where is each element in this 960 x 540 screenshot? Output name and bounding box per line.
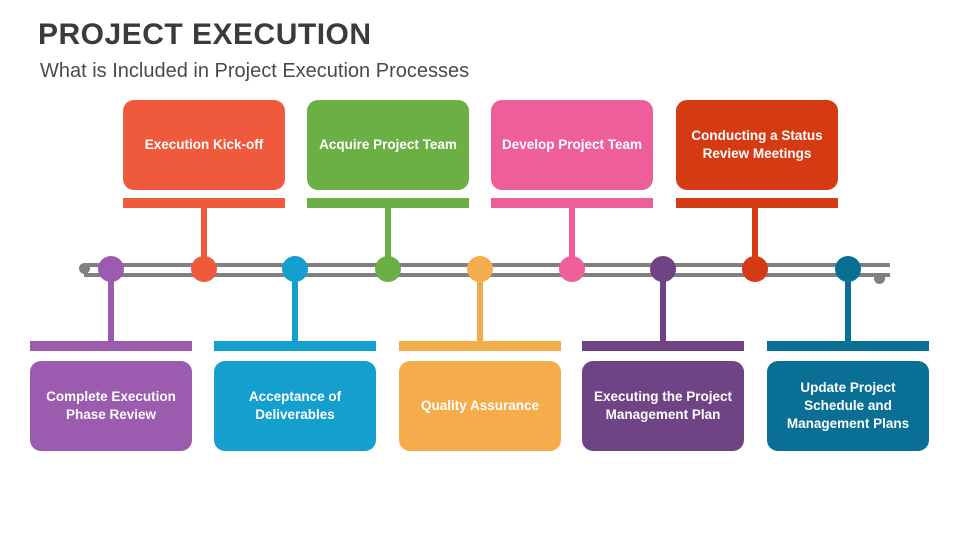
connector-stem-acceptance-of-deliverables	[292, 269, 298, 347]
connector-stem-complete-execution-phase-review	[108, 269, 114, 347]
connector-stem-develop-project-team	[569, 206, 575, 270]
accent-bar-execution-kick-off	[123, 198, 285, 208]
process-card-acceptance-of-deliverables[interactable]: Acceptance of Deliverables	[214, 361, 376, 451]
accent-bar-acquire-project-team	[307, 198, 469, 208]
accent-bar-executing-the-project-management-plan	[582, 341, 744, 351]
process-card-conducting-a-status-review-meetings[interactable]: Conducting a Status Review Meetings	[676, 100, 838, 190]
connector-stem-execution-kick-off	[201, 206, 207, 270]
accent-bar-conducting-a-status-review-meetings	[676, 198, 838, 208]
process-card-acquire-project-team[interactable]: Acquire Project Team	[307, 100, 469, 190]
accent-bar-complete-execution-phase-review	[30, 341, 192, 351]
connector-stem-executing-the-project-management-plan	[660, 269, 666, 347]
process-card-executing-the-project-management-plan[interactable]: Executing the Project Management Plan	[582, 361, 744, 451]
dot-execution-kick-off[interactable]	[191, 256, 217, 282]
timeline-endcap-right-icon	[874, 273, 885, 284]
dot-develop-project-team[interactable]	[559, 256, 585, 282]
process-card-label: Executing the Project Management Plan	[593, 389, 733, 422]
connector-stem-quality-assurance	[477, 269, 483, 347]
process-card-label: Develop Project Team	[501, 137, 643, 153]
connector-stem-acquire-project-team	[385, 206, 391, 270]
process-card-execution-kick-off[interactable]: Execution Kick-off	[123, 100, 285, 190]
process-card-develop-project-team[interactable]: Develop Project Team	[491, 100, 653, 190]
process-card-label: Complete Execution Phase Review	[46, 389, 176, 422]
page-title: PROJECT EXECUTION	[38, 18, 372, 51]
process-card-update-project-schedule-and-management-plans[interactable]: Update Project Schedule and Management P…	[767, 361, 929, 451]
connector-stem-conducting-a-status-review-meetings	[752, 206, 758, 270]
accent-bar-quality-assurance	[399, 341, 561, 351]
accent-bar-update-project-schedule-and-management-plans	[767, 341, 929, 351]
process-card-label: Update Project Schedule and Management P…	[786, 380, 910, 431]
dot-acquire-project-team[interactable]	[375, 256, 401, 282]
connector-stem-update-project-schedule-and-management-plans	[845, 269, 851, 347]
process-card-complete-execution-phase-review[interactable]: Complete Execution Phase Review	[30, 361, 192, 451]
page-subtitle: What is Included in Project Execution Pr…	[40, 60, 470, 82]
accent-bar-acceptance-of-deliverables	[214, 341, 376, 351]
process-card-quality-assurance[interactable]: Quality Assurance	[399, 361, 561, 451]
dot-conducting-a-status-review-meetings[interactable]	[742, 256, 768, 282]
timeline-endcap-left-icon	[79, 263, 90, 274]
process-card-label: Acceptance of Deliverables	[248, 389, 342, 422]
accent-bar-develop-project-team	[491, 198, 653, 208]
process-card-label: Acquire Project Team	[319, 137, 457, 153]
process-card-label: Conducting a Status Review Meetings	[691, 128, 823, 161]
process-card-label: Execution Kick-off	[144, 137, 264, 153]
process-card-label: Quality Assurance	[420, 398, 540, 414]
